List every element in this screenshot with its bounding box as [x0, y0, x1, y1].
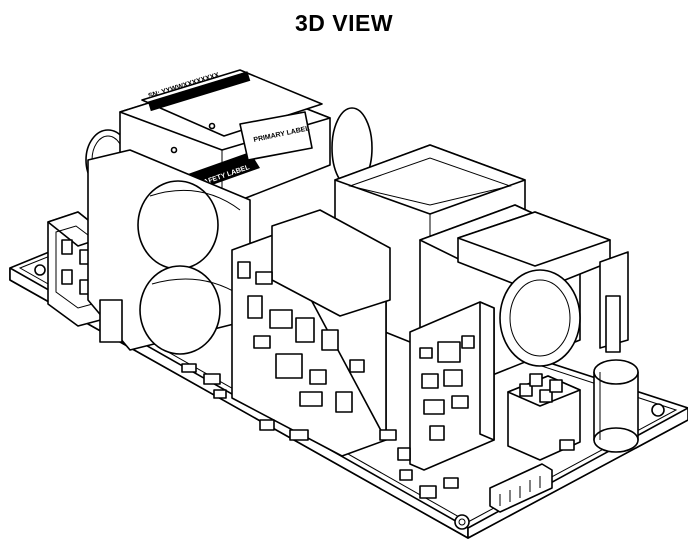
mounting-holes: [34, 264, 665, 530]
output-daughter-board: [409, 301, 495, 471]
view-title: 3D VIEW: [294, 10, 394, 36]
board-components: [181, 363, 575, 499]
output-capacitor: [593, 295, 639, 453]
signal-header: [489, 463, 553, 513]
bulk-capacitors: [87, 149, 251, 355]
control-daughter-board: [231, 209, 391, 457]
output-inductor: [457, 211, 629, 367]
output-connector: [507, 373, 581, 461]
